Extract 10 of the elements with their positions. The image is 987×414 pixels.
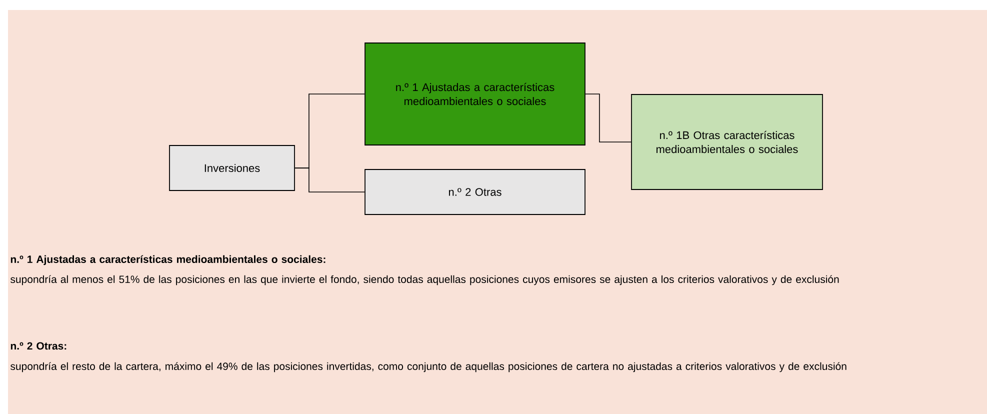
process-box: n.º 2 Otras bbox=[364, 169, 586, 215]
process-box: n.º 1 Ajustadas a características medioambientales o sociales bbox=[364, 42, 586, 146]
process-box: n.º 1B Otras características medioambientales o sociales bbox=[631, 94, 823, 190]
connector bbox=[585, 94, 632, 142]
heading: n.º 1 Ajustadas a características medioambientales o sociales: bbox=[10, 255, 326, 266]
description: supondría el resto de la cartera, máximo el 49% de las posiciones invertidas, como conjunto de aquellas posiciones de cartera no ajustadas a criterios valorativos y de exclusión bbox=[10, 362, 846, 372]
heading: n.º 2 Otras: bbox=[10, 342, 66, 350]
process-box: Inversiones bbox=[169, 145, 295, 191]
connector bbox=[294, 168, 365, 192]
description: supondría al menos el 51% de las posiciones en las que invierte el fondo, siendo todas aquellas posiciones cuyos emisores se ajusten a los criterios valorativos y de exclusión bbox=[10, 275, 839, 286]
